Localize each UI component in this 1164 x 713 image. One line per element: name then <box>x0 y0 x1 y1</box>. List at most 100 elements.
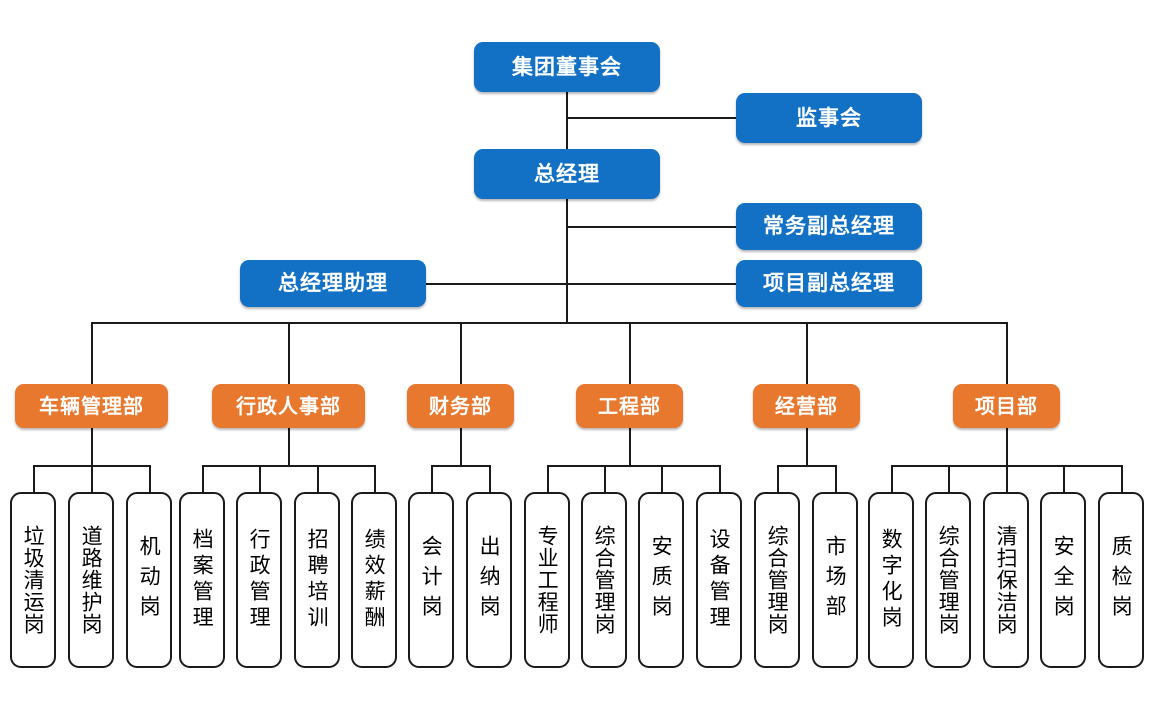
leaf-position-box[interactable]: 专业工程师 <box>524 492 570 668</box>
leaf-label: 综合管理岗 <box>592 525 617 635</box>
node-label: 集团董事会 <box>512 54 622 79</box>
node-label: 项目部 <box>975 393 1038 418</box>
connector-leaf-4-0 <box>777 465 779 493</box>
leaf-label: 道路维护岗 <box>79 525 104 635</box>
connector-bus-to-dept-1 <box>288 322 290 384</box>
sub-bus-dept-3 <box>547 465 719 467</box>
connector-leaf-0-2 <box>149 465 151 493</box>
connector-leaf-1-0 <box>202 465 204 493</box>
connector-dept-1-stem <box>288 422 290 466</box>
leaf-label: 清扫保洁岗 <box>994 525 1019 635</box>
leaf-position-box[interactable]: 清扫保洁岗 <box>983 492 1029 668</box>
node-label: 项目副总经理 <box>763 271 895 296</box>
connector-leaf-3-2 <box>661 465 663 493</box>
connector-bus-to-dept-4 <box>806 322 808 384</box>
leaf-label: 招聘培训 <box>305 528 330 632</box>
leaf-label: 绩效薪酬 <box>362 528 387 632</box>
sub-bus-dept-2 <box>431 465 490 467</box>
leaf-position-box[interactable]: 综合管理岗 <box>581 492 627 668</box>
connector-leaf-3-3 <box>719 465 721 493</box>
leaf-label: 专业工程师 <box>535 525 560 635</box>
connector-leaf-4-1 <box>835 465 837 493</box>
connector-dept-3-stem <box>629 422 631 466</box>
leaf-label: 垃圾清运岗 <box>21 525 46 635</box>
node-general-manager[interactable]: 总经理 <box>474 149 660 199</box>
leaf-label: 出纳岗 <box>477 535 502 625</box>
connector-leaf-1-2 <box>317 465 319 493</box>
connector-leaf-0-0 <box>33 465 35 493</box>
connector-leaf-2-1 <box>489 465 491 493</box>
node-department-vehicle-management[interactable]: 车辆管理部 <box>15 384 168 428</box>
connector-leaf-5-3 <box>1063 465 1065 493</box>
leaf-position-box[interactable]: 绩效薪酬 <box>351 492 397 668</box>
connector-board-to-gm <box>566 92 568 152</box>
leaf-position-box[interactable]: 出纳岗 <box>466 492 512 668</box>
connector-dept-4-stem <box>806 422 808 466</box>
node-label: 财务部 <box>429 393 492 418</box>
leaf-position-box[interactable]: 垃圾清运岗 <box>10 492 56 668</box>
leaf-label: 安全岗 <box>1051 535 1076 625</box>
leaf-position-box[interactable]: 安全岗 <box>1040 492 1086 668</box>
leaf-label: 数字化岗 <box>879 528 904 632</box>
leaf-label: 综合管理岗 <box>765 525 790 635</box>
connector-bus-to-dept-5 <box>1006 322 1008 384</box>
leaf-label: 设备管理 <box>707 528 732 632</box>
connector-leaf-3-1 <box>604 465 606 493</box>
leaf-position-box[interactable]: 档案管理 <box>179 492 225 668</box>
leaf-label: 机动岗 <box>137 535 162 625</box>
leaf-position-box[interactable]: 设备管理 <box>696 492 742 668</box>
node-board-of-directors[interactable]: 集团董事会 <box>474 42 660 92</box>
node-label: 行政人事部 <box>236 393 341 418</box>
connector-leaf-1-3 <box>374 465 376 493</box>
sub-bus-dept-1 <box>202 465 374 467</box>
connector-bus-to-dept-3 <box>629 322 631 384</box>
leaf-label: 安质岗 <box>649 535 674 625</box>
leaf-position-box[interactable]: 综合管理岗 <box>925 492 971 668</box>
connector-leaf-1-1 <box>259 465 261 493</box>
leaf-position-box[interactable]: 机动岗 <box>126 492 172 668</box>
connector-leaf-0-1 <box>91 465 93 493</box>
connector-trunk-to-exec-deputy <box>566 226 736 228</box>
leaf-position-box[interactable]: 安质岗 <box>638 492 684 668</box>
leaf-position-box[interactable]: 综合管理岗 <box>754 492 800 668</box>
node-department-operations[interactable]: 经营部 <box>753 384 860 428</box>
node-label: 车辆管理部 <box>39 393 144 418</box>
node-gm-assistant[interactable]: 总经理助理 <box>240 260 426 307</box>
node-department-engineering[interactable]: 工程部 <box>576 384 683 428</box>
connector-leaf-3-0 <box>547 465 549 493</box>
department-bus-line <box>91 322 1008 324</box>
node-department-finance[interactable]: 财务部 <box>407 384 514 428</box>
node-executive-deputy-gm[interactable]: 常务副总经理 <box>736 203 922 250</box>
node-department-admin-hr[interactable]: 行政人事部 <box>212 384 365 428</box>
leaf-label: 档案管理 <box>190 528 215 632</box>
node-label: 工程部 <box>598 393 661 418</box>
connector-gm-down-trunk <box>566 198 568 324</box>
leaf-label: 市场部 <box>823 535 848 625</box>
leaf-label: 行政管理 <box>247 528 272 632</box>
leaf-position-box[interactable]: 道路维护岗 <box>68 492 114 668</box>
sub-bus-dept-4 <box>777 465 836 467</box>
connector-trunk-to-gm-assistant <box>425 283 568 285</box>
connector-leaf-2-0 <box>431 465 433 493</box>
leaf-position-box[interactable]: 市场部 <box>812 492 858 668</box>
leaf-position-box[interactable]: 数字化岗 <box>868 492 914 668</box>
connector-dept-2-stem <box>460 422 462 466</box>
connector-leaf-5-0 <box>891 465 893 493</box>
connector-leaf-5-2 <box>1006 465 1008 493</box>
connector-leaf-5-4 <box>1121 465 1123 493</box>
connector-bus-to-dept-2 <box>460 322 462 384</box>
connector-dept-5-stem <box>1006 422 1008 466</box>
leaf-label: 会计岗 <box>419 535 444 625</box>
leaf-position-box[interactable]: 招聘培训 <box>294 492 340 668</box>
node-department-project[interactable]: 项目部 <box>953 384 1060 428</box>
leaf-position-box[interactable]: 行政管理 <box>236 492 282 668</box>
leaf-position-box[interactable]: 质检岗 <box>1098 492 1144 668</box>
leaf-position-box[interactable]: 会计岗 <box>408 492 454 668</box>
connector-bus-to-dept-0 <box>91 322 93 384</box>
node-label: 经营部 <box>775 393 838 418</box>
node-label: 常务副总经理 <box>763 214 895 239</box>
connector-gm-trunk-to-supervisory <box>566 117 736 119</box>
node-label: 监事会 <box>796 105 862 130</box>
node-project-deputy-gm[interactable]: 项目副总经理 <box>736 260 922 307</box>
node-supervisory-board[interactable]: 监事会 <box>736 93 922 143</box>
